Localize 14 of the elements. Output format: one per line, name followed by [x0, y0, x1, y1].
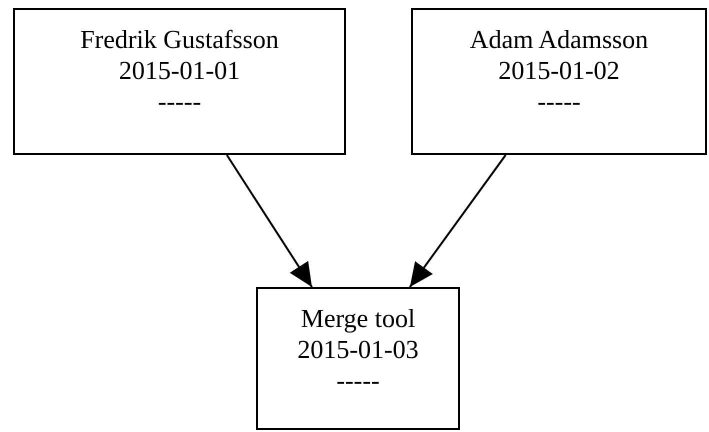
arrow [409, 154, 506, 288]
record-text: Fredrik Gustafsson [80, 24, 279, 55]
record-box [13, 8, 346, 155]
record-text: 2015-01-01 [118, 55, 240, 86]
record-text: ----- [537, 86, 581, 117]
record-box [411, 8, 707, 155]
arrow [226, 154, 313, 288]
record-text: ----- [158, 86, 202, 117]
record-box [256, 287, 460, 430]
record-text: 2015-01-03 [297, 334, 419, 365]
record-text: Adam Adamsson [470, 24, 648, 55]
record-text: ----- [336, 365, 380, 396]
record-text: Merge tool [300, 303, 416, 334]
record-text: 2015-01-02 [498, 55, 620, 86]
